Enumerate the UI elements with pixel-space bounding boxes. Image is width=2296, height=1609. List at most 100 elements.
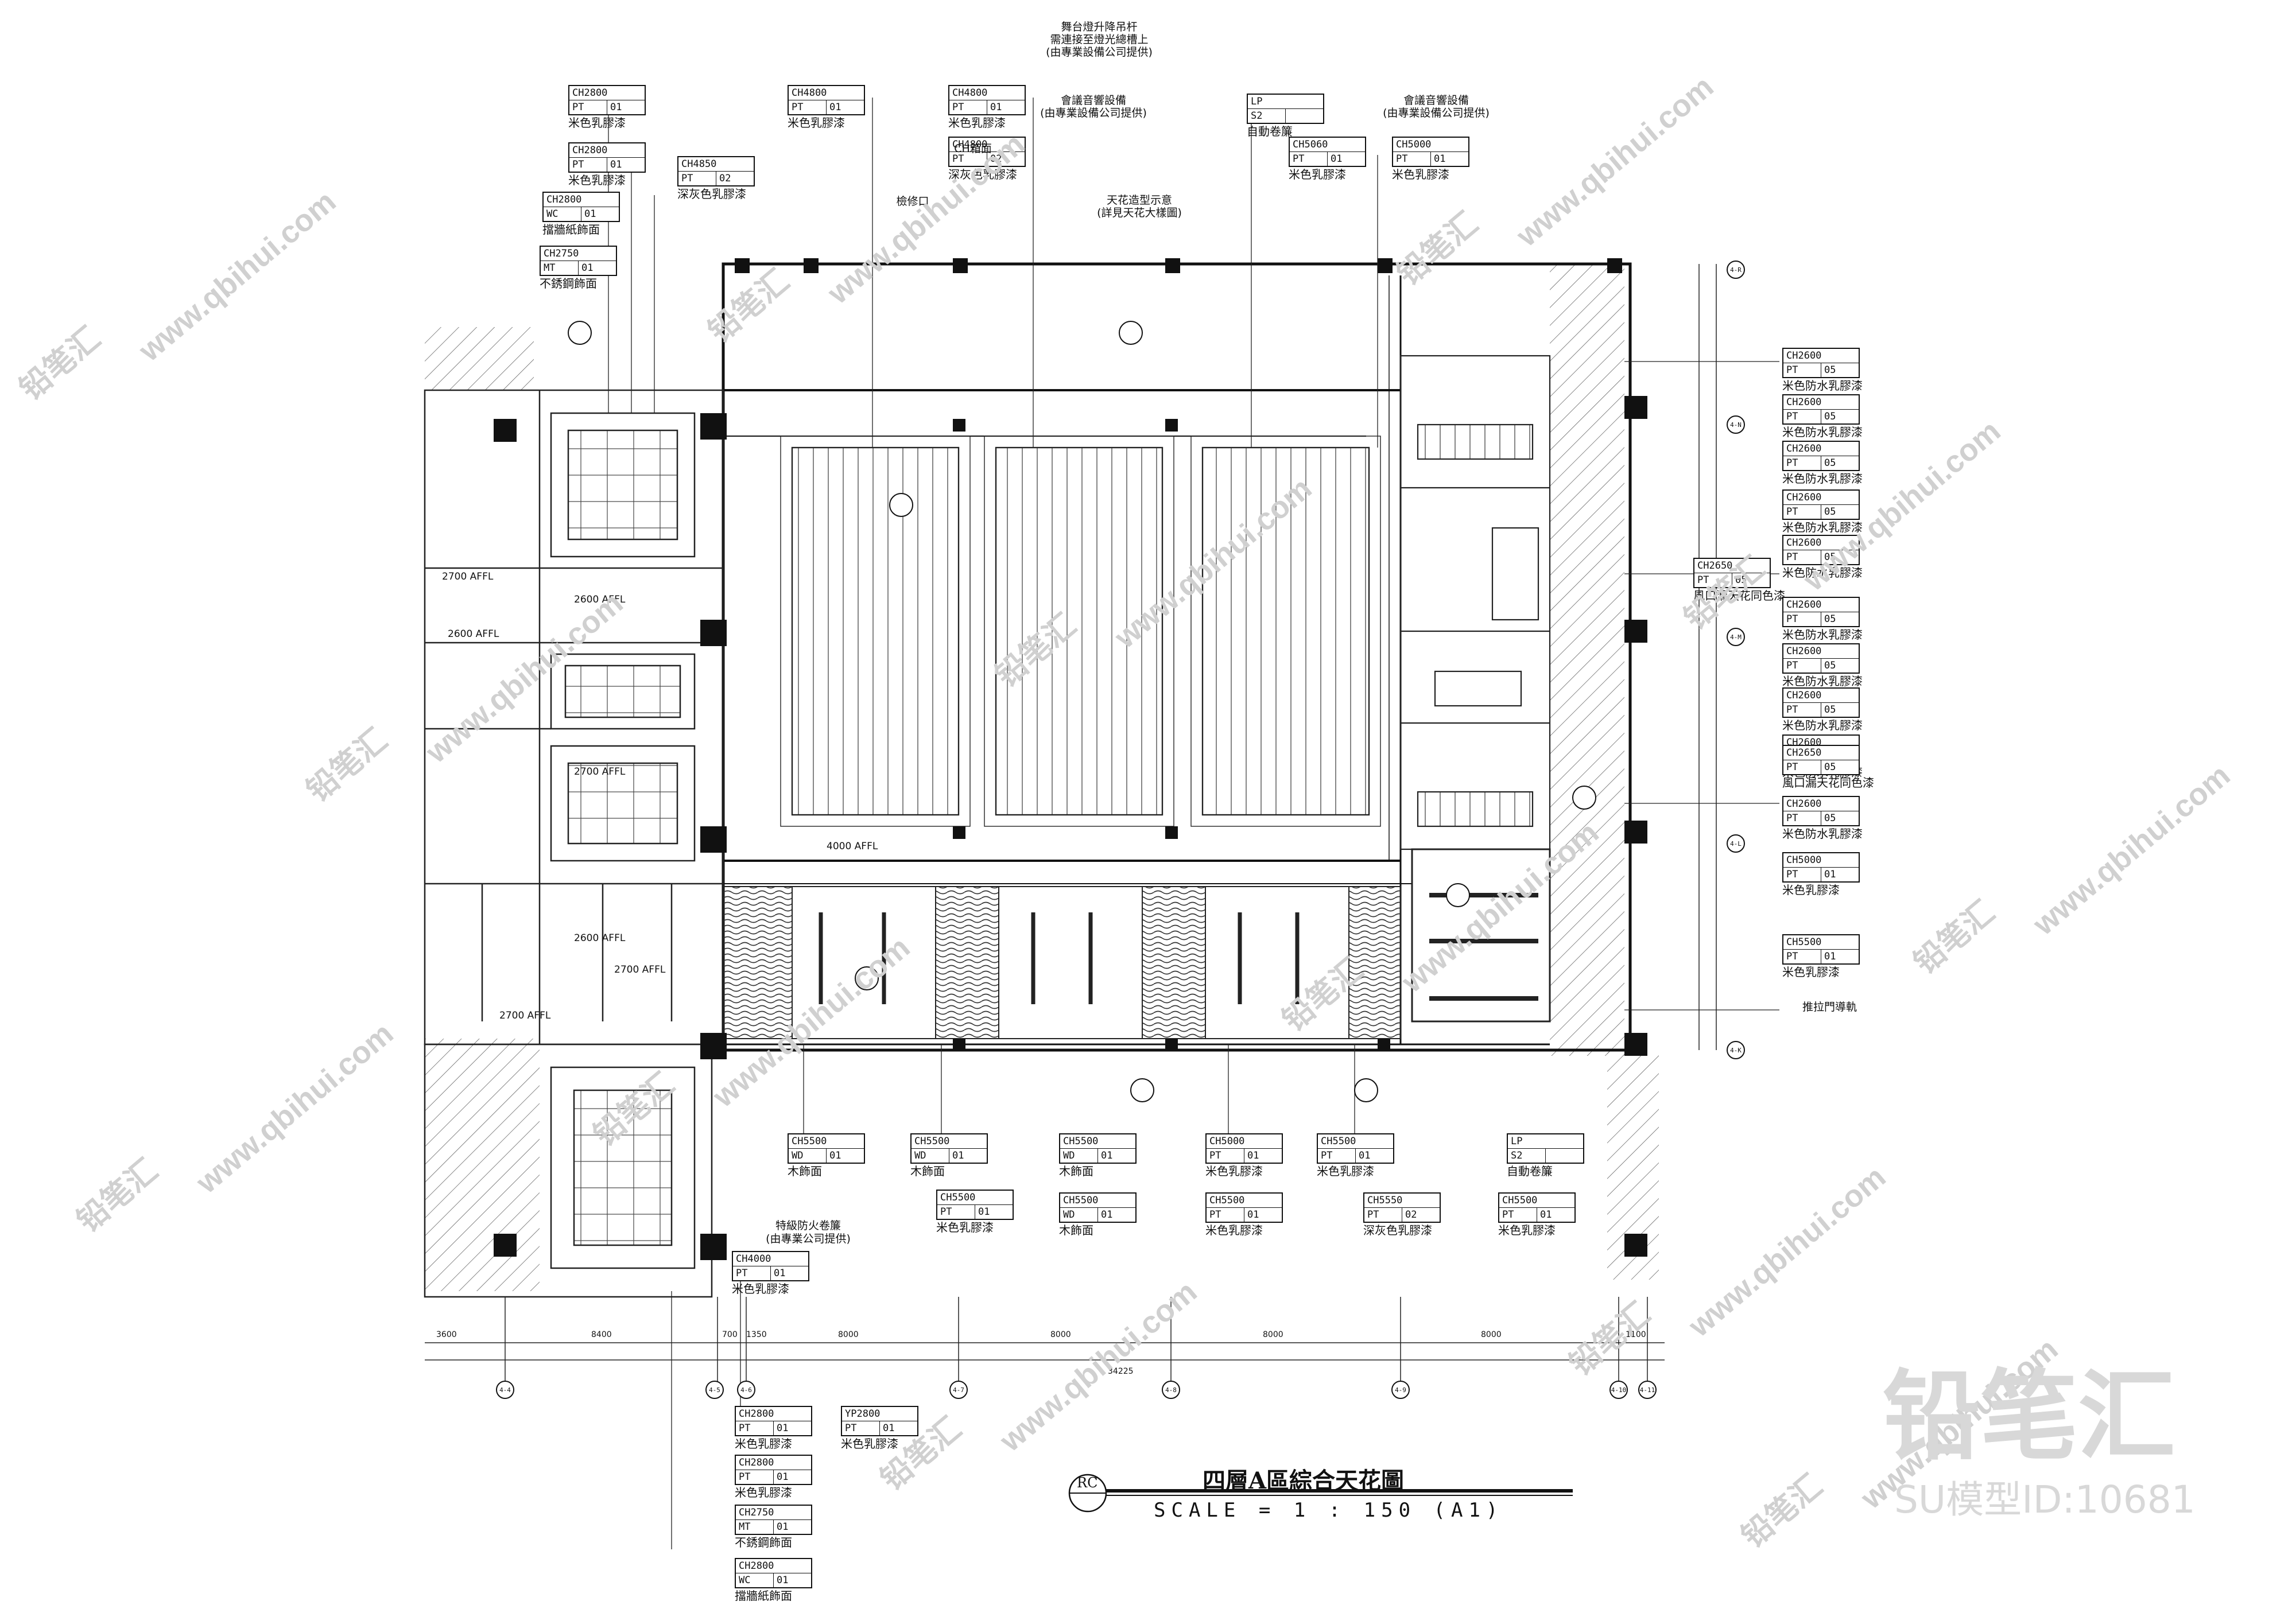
tag-material: PT: [1783, 363, 1821, 377]
tag-number: 01: [584, 208, 596, 220]
dimension-text: 700: [722, 1330, 738, 1339]
tag-label: 米色防水乳膠漆: [1782, 472, 1863, 485]
grid-bubble-label: 4-6: [740, 1386, 752, 1394]
tag-material: WC: [544, 207, 581, 221]
tag-code: CH5500: [1783, 935, 1859, 950]
tag-code: CH5000: [1207, 1134, 1282, 1149]
grid-bubble: 4-5: [705, 1381, 724, 1399]
section-callouts: [568, 321, 1596, 1102]
grid-bubble: 4-8: [1162, 1381, 1180, 1399]
level-label: 2700 AFFL: [574, 766, 626, 778]
tag-number: 02: [719, 173, 731, 184]
tag-number: 01: [1540, 1209, 1552, 1221]
tag-label: 米色防水乳膠漆: [1782, 827, 1863, 841]
tag-code: CH2750: [541, 247, 616, 261]
grid-bubble: 4-10: [1609, 1381, 1628, 1399]
tag-material: PT: [1783, 760, 1821, 774]
right-service-area: [1399, 355, 1551, 850]
tag-number: 01: [1101, 1209, 1113, 1221]
note-audio1-line2: (由專業設備公司提供): [1040, 107, 1147, 119]
tag-code: CH2800: [569, 86, 645, 100]
ceiling-panels: [780, 436, 1381, 827]
tag-material: PT: [736, 1470, 774, 1484]
tag-material: PT: [1783, 505, 1821, 519]
tag-number: 05: [1824, 813, 1836, 824]
tag-material: WC: [736, 1573, 774, 1587]
tag-number: 01: [1824, 951, 1836, 962]
tag-material: PT: [1783, 811, 1821, 825]
tag-number: 01: [978, 1206, 990, 1218]
tag-code: CH5500: [789, 1134, 864, 1149]
grid-bubble-label: 4-M: [1730, 633, 1742, 641]
level-label: 2600 AFFL: [574, 594, 626, 605]
tag-material: PT: [1318, 1149, 1356, 1163]
grid-bubble-label: 4-10: [1611, 1386, 1627, 1394]
tag-material: WD: [789, 1149, 827, 1163]
note-lift-line2: 需連接至燈光總槽上: [1050, 33, 1149, 46]
tag-material: WD: [1060, 1208, 1098, 1222]
tag-code: LP: [1508, 1134, 1583, 1149]
level-label: 2700 AFFL: [442, 571, 494, 582]
grid-bubble-label: 4-8: [1165, 1386, 1177, 1394]
note-lift-line3: (由專業設備公司提供): [1046, 46, 1153, 59]
dimension-text: 3600: [436, 1330, 457, 1339]
tag-code: CH5550: [1364, 1194, 1440, 1208]
tag-label: 深灰色乳膠漆: [677, 187, 746, 201]
grid-bubble: 4-7: [949, 1381, 968, 1399]
tag-label: 米色乳膠漆: [1498, 1223, 1556, 1237]
tag-material: PT: [1207, 1208, 1244, 1222]
tag-code: CH5500: [1060, 1194, 1135, 1208]
tag-material: PT: [1783, 550, 1821, 564]
dimension-text: 1350: [746, 1330, 767, 1339]
tag-material: PT: [1207, 1149, 1244, 1163]
grid-bubble: 4-M: [1727, 628, 1745, 646]
tag-number: 01: [1101, 1150, 1113, 1161]
drawing-scale: SCALE = 1 : 150 (A1): [1154, 1499, 1504, 1522]
tag-code: CH2600: [1783, 491, 1859, 505]
grid-bubble-label: 4-9: [1395, 1386, 1406, 1394]
tag-label: 米色乳膠漆: [1782, 965, 1840, 979]
dimension-text: 1100: [1626, 1330, 1646, 1339]
tag-label: 自動卷簾: [1507, 1164, 1553, 1178]
tag-number: 01: [777, 1521, 789, 1533]
note-access: 檢修口: [896, 195, 929, 208]
